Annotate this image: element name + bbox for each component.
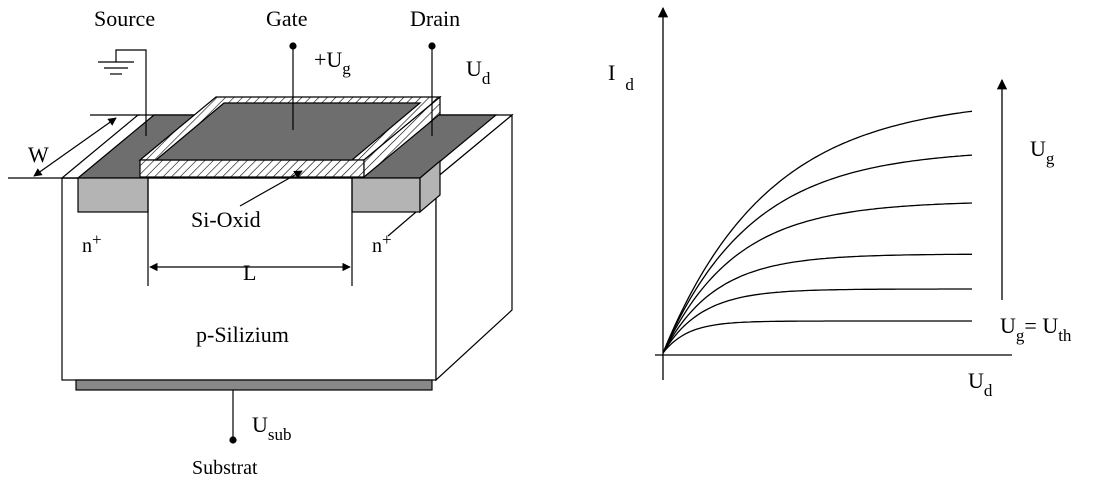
output-characteristic-graph [655, 6, 1012, 380]
drain-label: Drain [410, 6, 460, 31]
substrate-voltage-symbol: U [252, 412, 268, 437]
substrate-voltage-label: Usub [252, 412, 292, 444]
ug-arrow-subscript: g [1046, 149, 1055, 168]
gate-voltage-symbol: +U [314, 47, 342, 72]
n-plus-drain-base: n [372, 235, 382, 257]
x-axis-subscript: d [984, 381, 993, 400]
oxide-leader [239, 170, 303, 207]
characteristic-curve-4 [662, 202, 973, 354]
y-axis-symbol: I [608, 60, 615, 85]
characteristic-curve-6 [662, 110, 973, 354]
x-axis-symbol: U [968, 368, 984, 393]
y-axis-subscript: d [625, 75, 634, 94]
source-wire [115, 49, 147, 136]
gate-voltage-label: +Ug [314, 47, 351, 78]
width-label: W [28, 142, 49, 167]
threshold-rhs-symbol: U [1042, 313, 1058, 338]
ug-arrow-label: Ug [1030, 136, 1055, 168]
n-plus-drain-region [351, 177, 421, 213]
substrate-label: Substrat [192, 457, 258, 479]
substrate-contact-bar [75, 379, 433, 391]
threshold-lhs-symbol: U [1000, 313, 1016, 338]
drain-voltage-subscript: d [482, 69, 491, 88]
gate-label: Gate [266, 6, 308, 31]
mosfet-diagram [8, 42, 514, 444]
drain-voltage-label: Ud [466, 56, 491, 88]
n-plus-source-sup: + [92, 230, 102, 249]
gate-terminal-dot [289, 42, 297, 50]
threshold-label: Ug= Uth [1000, 313, 1072, 345]
n-plus-source-label: n+ [82, 230, 102, 257]
substrate-voltage-subscript: sub [268, 425, 292, 444]
characteristic-curves [662, 110, 973, 354]
threshold-rhs-subscript: th [1058, 326, 1072, 345]
gate-voltage-subscript: g [342, 59, 351, 78]
n-plus-drain-leader [387, 211, 417, 237]
bulk-label: p-Silizium [196, 322, 289, 347]
ug-arrow-symbol: U [1030, 136, 1046, 161]
characteristic-curve-3 [662, 253, 972, 354]
threshold-lhs-subscript: g [1016, 326, 1025, 345]
characteristic-curve-5 [662, 154, 973, 354]
n-plus-source-region [77, 177, 149, 213]
n-plus-drain-side [419, 159, 441, 214]
threshold-equals: = [1024, 313, 1042, 338]
substrate-terminal-dot [229, 436, 237, 444]
characteristic-curve-1 [662, 320, 972, 354]
x-axis-label: Ud [968, 368, 993, 400]
drain-voltage-symbol: U [466, 56, 482, 81]
gate-metal-top [154, 102, 422, 161]
n-plus-drain-sup: + [382, 230, 392, 249]
source-label: Source [94, 6, 155, 31]
w-dimension-arrow [33, 117, 117, 177]
drain-terminal-dot [428, 42, 436, 50]
length-label: L [243, 260, 256, 285]
gate-oxide-front [139, 159, 365, 178]
n-plus-drain-label: n+ [372, 230, 392, 257]
characteristic-curve-2 [662, 288, 972, 354]
n-plus-source-base: n [82, 235, 92, 257]
gate-oxide-side [363, 95, 441, 179]
oxide-label: Si-Oxid [191, 207, 261, 232]
